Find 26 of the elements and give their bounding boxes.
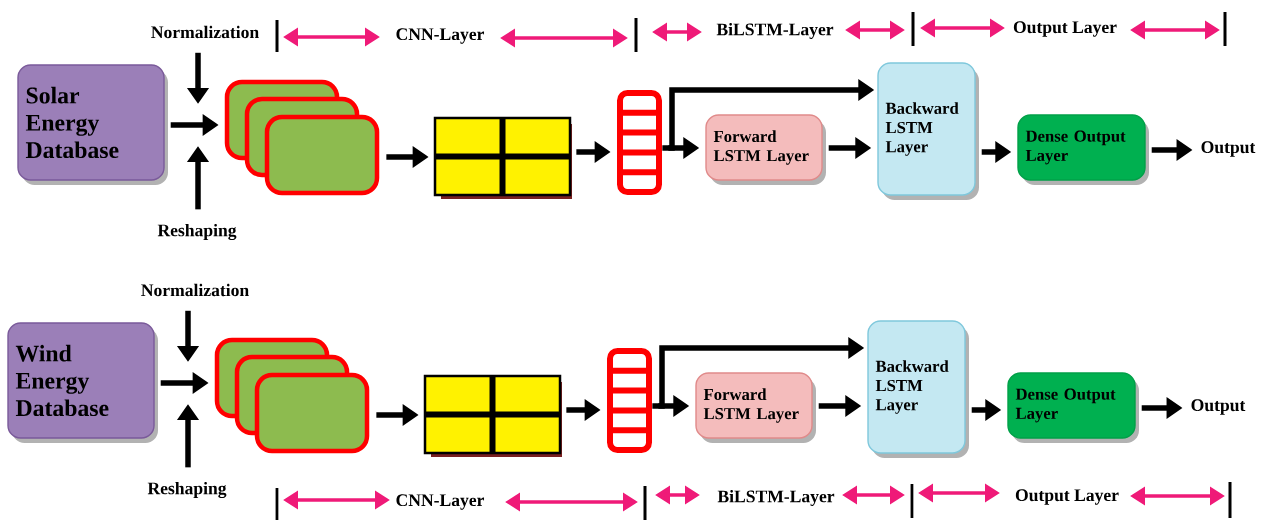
section-label: BiLSTM-Layer xyxy=(715,488,837,508)
section-label: BiLSTM-Layer xyxy=(714,21,836,41)
flatten-vector xyxy=(607,348,652,453)
section-label: CNN-Layer xyxy=(393,26,487,46)
output-label: Output xyxy=(1191,399,1246,415)
input-label: Reshaping xyxy=(147,481,227,499)
pooling-grid xyxy=(433,116,572,199)
dense-box: Dense Output Layer xyxy=(1007,372,1139,443)
pooling-grid xyxy=(423,374,562,457)
flatten-vector xyxy=(617,90,662,195)
feature-map-stack xyxy=(214,337,370,454)
lstm-box: Forward LSTM Layer xyxy=(695,372,816,443)
lstm-box: Backward LSTM Layer xyxy=(867,320,969,458)
output-label: Output xyxy=(1201,141,1256,157)
section-label: Output Layer xyxy=(1013,487,1121,507)
lstm-box: Forward LSTM Layer xyxy=(705,114,826,185)
lstm-box: Backward LSTM Layer xyxy=(877,62,979,200)
database-box: Solar Energy Database xyxy=(17,64,168,185)
section-label: Output Layer xyxy=(1011,19,1119,39)
section-label: CNN-Layer xyxy=(393,492,487,512)
input-label: Reshaping xyxy=(157,223,237,241)
feature-map-stack xyxy=(224,79,380,196)
input-label: Normalization xyxy=(141,283,249,297)
input-label: Normalization xyxy=(151,25,259,39)
database-box: Wind Energy Database xyxy=(7,322,158,443)
dense-box: Dense Output Layer xyxy=(1017,114,1149,185)
